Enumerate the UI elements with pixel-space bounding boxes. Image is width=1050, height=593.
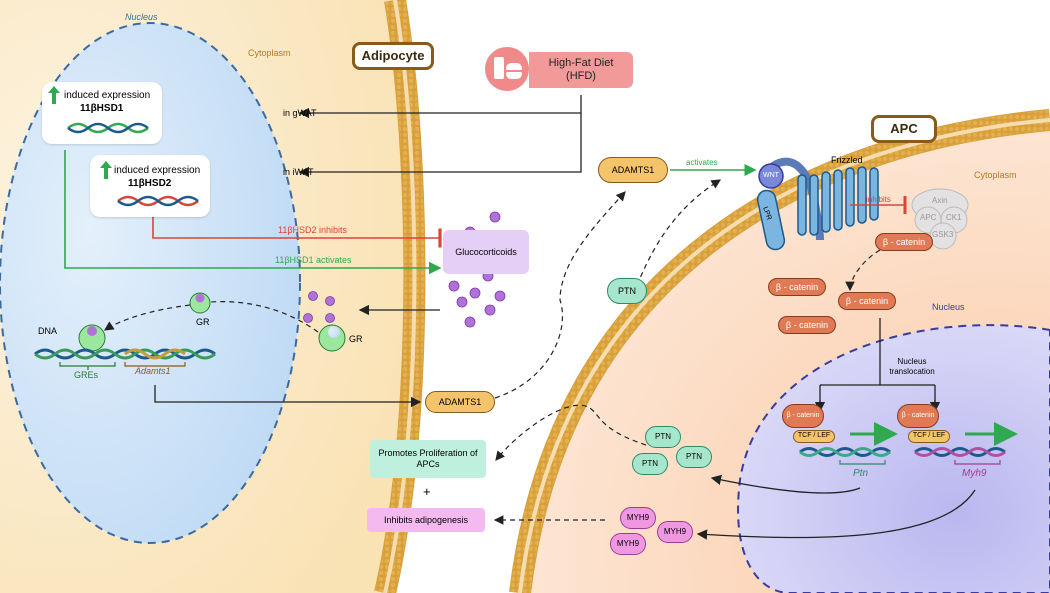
inhibits-label: inhibits [866,195,891,204]
myh9-gene-dna [914,422,1018,465]
complex-gsk3: GSK3 [932,230,954,239]
promotes-proliferation-box: Promotes Proliferation of APCs [370,440,486,478]
cytoplasm-label-right: Cytoplasm [974,170,1017,180]
nucleus-label-right: Nucleus [932,302,965,312]
beta-catenin-4: β - catenin [778,316,836,334]
hsd1-activates-label: 11βHSD1 activates [275,255,352,265]
myh9-3: MYH9 [657,521,693,543]
nucleus-translocation-label: Nucleus translocation [889,357,935,376]
cytoplasm-label-left: Cytoplasm [248,48,291,58]
complex-axin: Axin [932,196,948,205]
tcf-lef-2: TCF / LEF [908,430,950,443]
myh9-gene-label: Myh9 [962,468,987,479]
ptn-gene-label: Ptn [853,468,869,479]
activates-label: activates [686,158,718,167]
up-arrow-icon [104,165,108,179]
gr-label-2: GR [349,334,363,344]
frizzled-receptor [756,157,879,251]
ptn-2: PTN [632,453,668,475]
diet-arrows [298,95,582,316]
diet-box: High-Fat Diet (HFD) [529,52,633,88]
beta-catenin-2: β - catenin [768,278,826,296]
destruction-complex [911,188,969,250]
glucocorticoids-box: Glucocorticoids [443,230,529,274]
beta-catenin-1: β - catenin [875,233,933,251]
ptn-gene-dna [799,422,898,465]
hsd2-box: induced expression 11βHSD2 [90,155,210,217]
plus-sign: + [423,484,431,499]
complex-ck1: CK1 [946,213,962,222]
dna-label: DNA [38,326,58,336]
in-gwat-label: in gWAT [283,108,317,118]
cup-icon [494,57,504,79]
wnt-label: WNT [763,172,779,179]
hsd2-inhibits-label: 11βHSD2 inhibits [278,225,348,235]
beta-catenin-n1: β - catenin [782,404,824,428]
ptn-1: PTN [645,426,681,448]
diet-label-2: (HFD) [566,70,596,82]
adamts1-gene-label: Adamts1 [135,366,171,376]
gre-dna-icon [34,348,216,370]
adipocyte-title: Adipocyte [352,42,434,70]
gres-label: GREs [74,370,99,380]
complex-apc: APC [920,213,937,222]
nucleus-label-left: Nucleus [125,12,158,22]
adamts1-secreted-bottom: ADAMTS1 [425,391,495,413]
ptn-3: PTN [676,446,712,468]
frizzled-label: Frizzled [831,155,863,165]
hsd1-name: 11βHSD1 [80,103,124,114]
hsd2-induced: induced expression [114,165,201,176]
hsd2-name: 11βHSD2 [128,178,172,189]
diet-icon [485,47,529,91]
apc-title: APC [871,115,937,143]
beta-catenin-n2: β - catenin [897,404,939,428]
hsd1-activates-arrow [64,150,442,275]
hsd1-induced: induced expression [64,90,151,101]
up-arrow-icon [52,90,56,104]
ptn-secreted: PTN [607,278,647,304]
gr-receptor-icon [78,292,346,352]
hsd1-box: induced expression 11βHSD1 [42,82,162,144]
myh9-2: MYH9 [610,533,646,555]
burger-icon [506,63,522,70]
hsd2-inhibits-arrow [152,216,442,248]
diet-label-1: High-Fat Diet [548,56,614,69]
in-iwat-label: in iWAT [283,167,314,177]
adamts1-secreted-top: ADAMTS1 [598,157,668,183]
myh9-1: MYH9 [620,507,656,529]
gr-label-1: GR [196,317,210,327]
beta-catenin-3: β - catenin [838,292,896,310]
tcf-lef-1: TCF / LEF [793,430,835,443]
inhibits-adipogenesis-box: Inhibits adipogenesis [367,508,485,532]
